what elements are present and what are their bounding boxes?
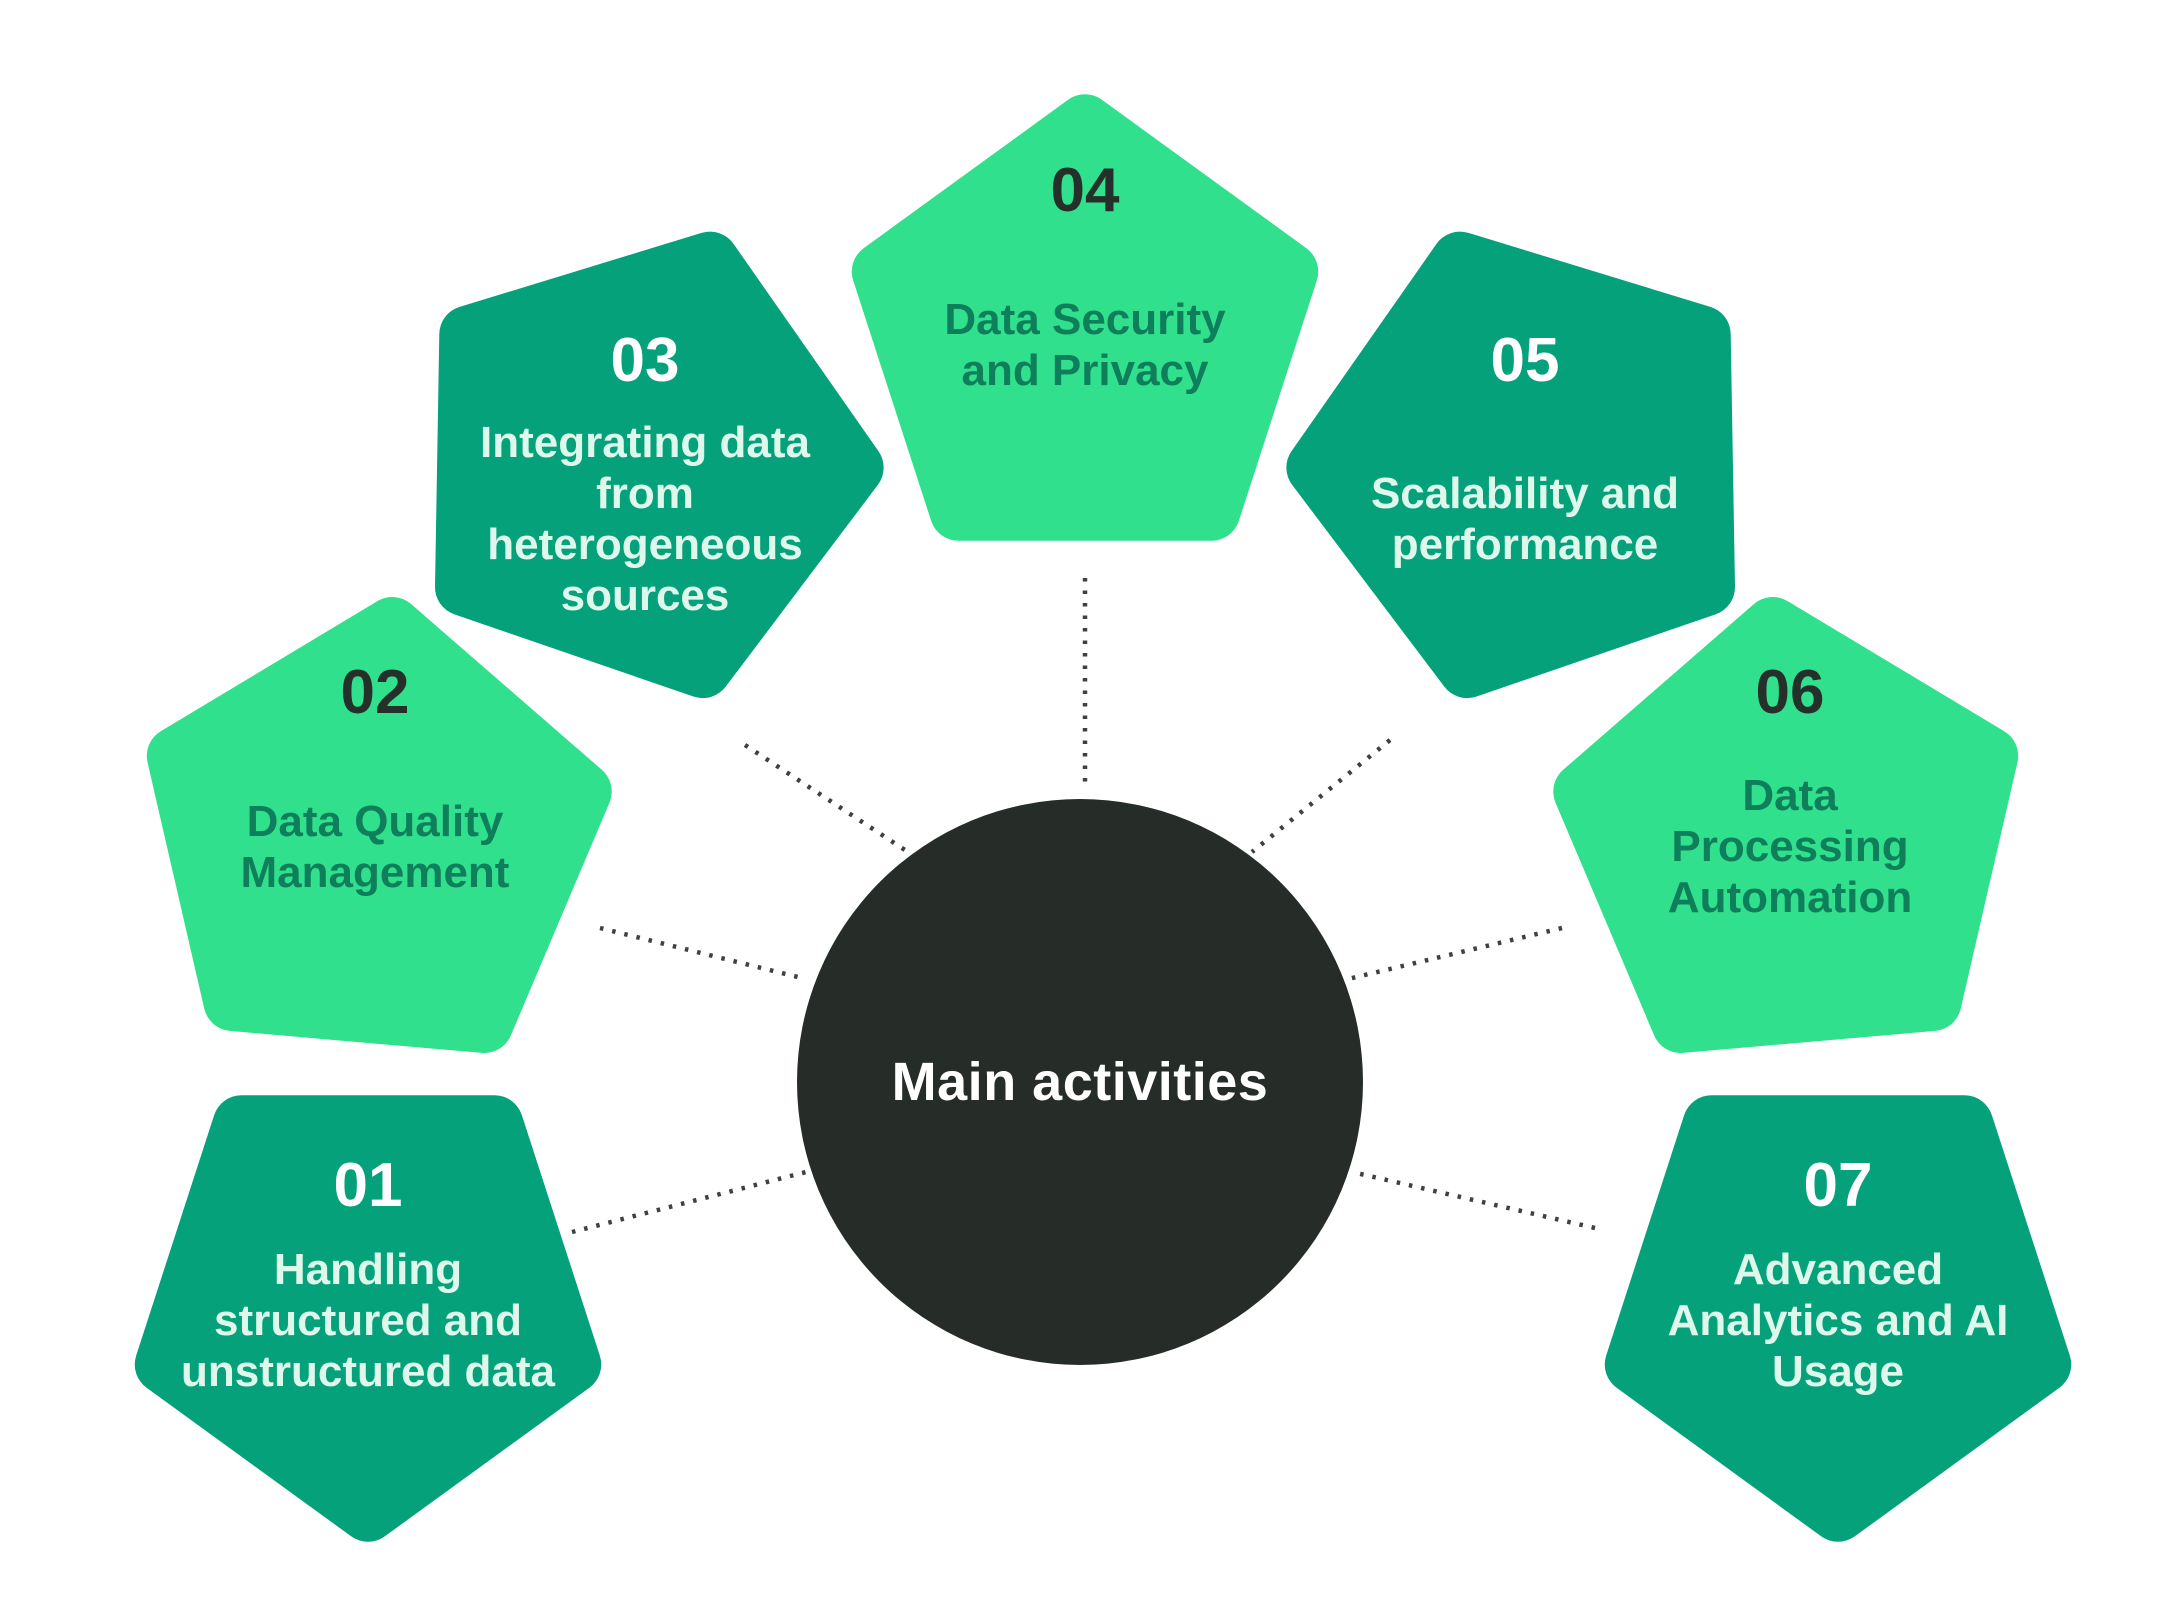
connector-line-07 — [1351, 1169, 1596, 1231]
pentagon-04-shape — [851, 94, 1319, 541]
item-label: Data Security and Privacy — [944, 294, 1226, 395]
pentagon-02: 02 Data Quality Management — [120, 580, 630, 1065]
connector-line-01 — [571, 1169, 807, 1235]
connector-line-03 — [743, 743, 910, 854]
pentagon-05-shape — [1286, 231, 1735, 699]
item-label: Advanced Analytics and AI Usage — [1667, 1244, 2009, 1396]
pentagon-06-shape — [1553, 597, 2019, 1054]
pentagon-01: 01 Handling structured and unstructured … — [113, 1073, 623, 1558]
diagram-title: Main activities — [891, 1052, 1269, 1112]
pentagon-07-shape — [1604, 1095, 2072, 1542]
item-number: 07 — [1803, 1151, 1873, 1221]
pentagon-03: 03 Integrating data from heterogeneous s… — [390, 231, 900, 723]
connector-line-02 — [599, 925, 807, 982]
pentagon-04: 04 Data Security and Privacy — [830, 78, 1340, 563]
connector-line-05 — [1250, 738, 1392, 854]
item-number: 02 — [340, 658, 410, 728]
pentagon-03-shape — [435, 231, 884, 699]
item-number: 05 — [1490, 326, 1560, 396]
pentagon-06: 06 Data Processing Automation — [1535, 580, 2045, 1065]
item-number: 03 — [610, 326, 680, 396]
pentagon-01-shape — [134, 1095, 602, 1542]
item-number: 01 — [333, 1151, 403, 1221]
item-number: 06 — [1755, 658, 1825, 728]
pentagon-05: 05 Scalability and performance — [1270, 231, 1780, 723]
item-label: Handling structured and unstructured dat… — [180, 1244, 556, 1396]
item-label: Data Processing Automation — [1667, 771, 1913, 923]
item-label: Data Quality Management — [240, 796, 510, 897]
main-circle: Main activities — [797, 799, 1363, 1365]
connector-line-06 — [1347, 925, 1563, 982]
item-label: Integrating data from heterogeneous sour… — [479, 418, 811, 621]
pentagon-07: 07 Advanced Analytics and AI Usage — [1583, 1073, 2093, 1558]
item-label: Scalability and performance — [1370, 469, 1680, 570]
item-number: 04 — [1050, 156, 1120, 226]
pentagon-02-shape — [146, 597, 612, 1054]
